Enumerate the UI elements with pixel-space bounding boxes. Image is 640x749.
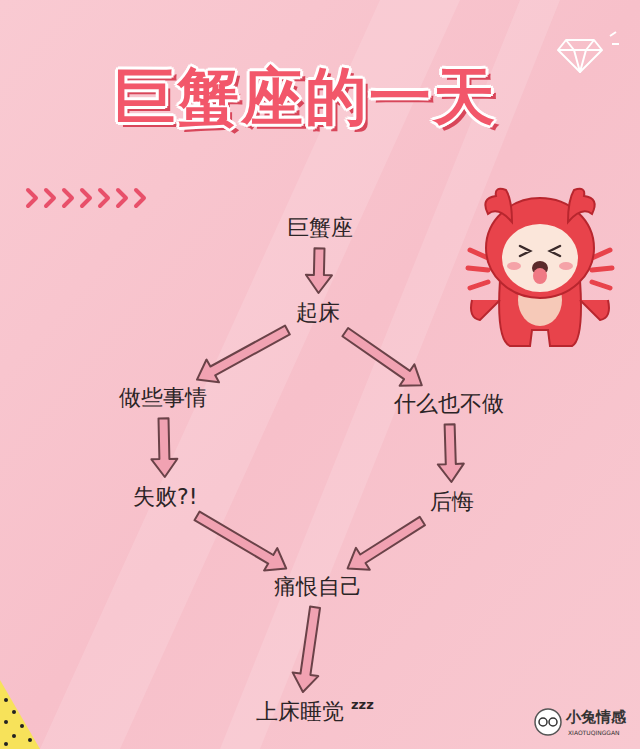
watermark-text: 小兔情感 [566, 708, 626, 727]
block-arrow [342, 328, 421, 386]
flow-step: 上床睡觉 [250, 695, 350, 729]
step-text: 什么也不做 [394, 391, 504, 417]
block-arrow [293, 607, 320, 692]
watermark-subtext: XIAOTUQINGGAN [568, 729, 620, 736]
step-text: 失败?! [133, 484, 198, 510]
block-arrow [195, 512, 287, 571]
flow-step: 什么也不做 [388, 387, 510, 421]
chevron-row [28, 190, 144, 206]
corner-dots [0, 680, 40, 749]
title: 巨蟹座的一天 [0, 55, 610, 139]
flow-step: 巨蟹座 [281, 211, 359, 245]
step-text: 上床睡觉 [256, 699, 344, 725]
sleep-mark: zzz [351, 697, 374, 712]
block-arrow [348, 517, 425, 570]
flow-step: 起床 [290, 296, 346, 330]
crab-character [468, 189, 612, 346]
block-arrow [197, 326, 290, 383]
flow-step: 做些事情 [113, 381, 213, 415]
block-arrow [151, 418, 177, 477]
step-text: 痛恨自己 [274, 574, 362, 600]
step-text: 起床 [296, 300, 340, 326]
step-text: 做些事情 [119, 385, 207, 411]
flow-step: 失败?! [127, 480, 204, 514]
step-text: 巨蟹座 [287, 215, 353, 241]
step-text: 后悔 [430, 489, 474, 515]
watermark-icon [535, 709, 561, 735]
flow-step: 后悔 [424, 485, 480, 519]
block-arrow [306, 248, 332, 293]
block-arrow [438, 424, 464, 482]
flow-step: 痛恨自己 [268, 570, 368, 604]
diamond-icon [558, 32, 619, 72]
